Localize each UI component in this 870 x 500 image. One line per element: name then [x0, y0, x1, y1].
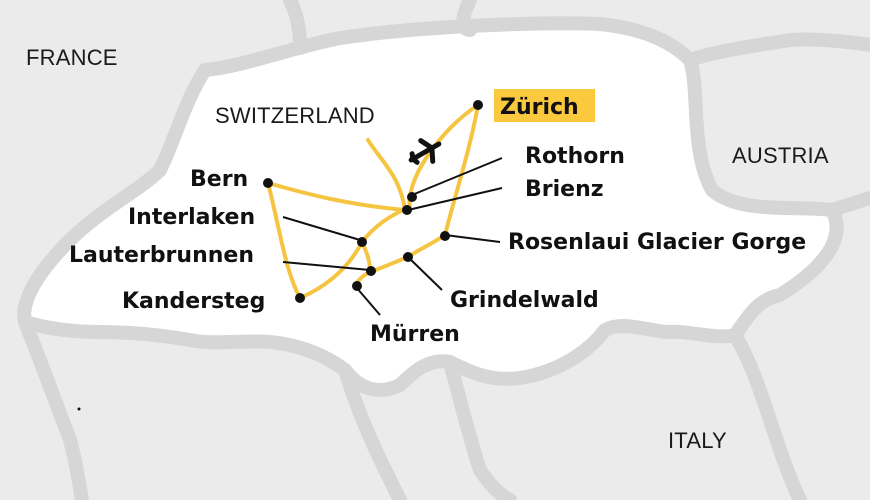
label-france: FRANCE: [26, 45, 118, 70]
marker-kandersteg: [295, 293, 305, 303]
marker-bern: [263, 178, 273, 188]
zurich-highlight: [494, 89, 595, 122]
label-brienz: Brienz: [525, 177, 604, 202]
leader-interlaken: [282, 216, 361, 241]
border-west: [18, 315, 89, 500]
airplane-icon: [408, 138, 442, 165]
label-bern: Bern: [190, 167, 248, 192]
marker-grindelwald: [403, 252, 413, 262]
stray-dot: [77, 407, 81, 411]
leader-lines: [282, 157, 503, 316]
label-lauterbrunnen: Lauterbrunnen: [69, 243, 254, 268]
label-murren: Mürren: [370, 322, 460, 347]
label-kandersteg: Kandersteg: [122, 289, 265, 314]
label-switzerland: SWITZERLAND: [215, 103, 375, 128]
route-bern-kandersteg: [266, 181, 302, 300]
switzerland-land: [17, 16, 844, 397]
border-france-south: [338, 363, 407, 500]
label-rosenlaui: Rosenlaui Glacier Gorge: [508, 230, 806, 255]
leader-rosenlaui: [444, 234, 501, 243]
marker-interlaken: [357, 237, 367, 247]
route-brienz-rothorn: [366, 138, 407, 212]
border-austria-right: [825, 191, 870, 217]
marker-zurich: [473, 100, 483, 110]
route-bern-brienz: [266, 181, 407, 212]
label-italy: ITALY: [668, 428, 727, 453]
leader-lauterbrunnen: [282, 261, 371, 271]
border-austria-top: [683, 32, 870, 67]
marker-brienz: [402, 205, 412, 215]
leader-rothorn: [411, 157, 503, 196]
border-north-2: [456, 0, 477, 37]
marker-rothorn: [407, 192, 417, 202]
border-italy-right: [728, 328, 807, 500]
leader-grindelwald: [407, 256, 443, 291]
leader-murren: [355, 286, 381, 316]
border-north: [283, 0, 307, 55]
marker-rosenlaui: [440, 231, 450, 241]
leader-brienz: [407, 187, 503, 211]
label-interlaken: Interlaken: [128, 205, 255, 230]
route-loop-east: [443, 103, 480, 237]
label-austria: AUSTRIA: [732, 143, 829, 168]
marker-murren: [352, 281, 362, 291]
marker-lauterbrunnen: [366, 266, 376, 276]
label-rothorn: Rothorn: [525, 144, 625, 169]
label-zurich: Zürich: [500, 95, 579, 120]
label-grindelwald: Grindelwald: [450, 288, 599, 313]
city-markers: [263, 100, 483, 303]
route-kandersteg-interlaken: [298, 240, 364, 300]
country-borders: [18, 0, 870, 500]
border-italy-left: [443, 355, 517, 500]
